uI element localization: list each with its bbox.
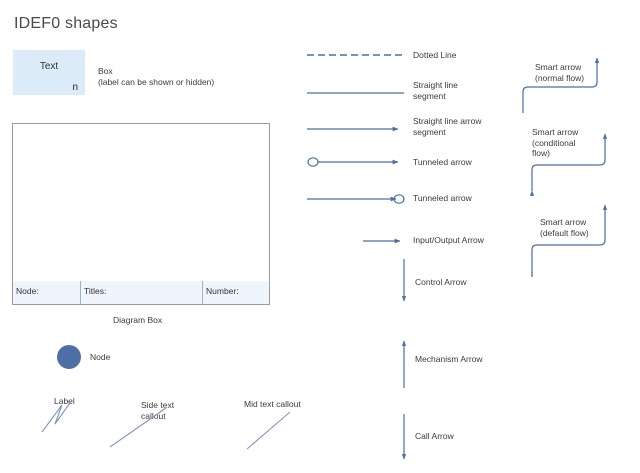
legend-label-smart-arrow-normal-flow: Smart arrow (normal flow) [535, 62, 585, 83]
tunneled-arrow-end-shape[interactable] [307, 194, 405, 204]
legend-label-call-arrow: Call Arrow [415, 431, 454, 441]
legend-label-smart-arrow-conditional-flow: Smart arrow (conditional flow) [532, 127, 579, 158]
page-title: IDEF0 shapes [14, 15, 118, 32]
legend-label-mechanism-arrow: Mechanism Arrow [415, 354, 483, 364]
diagram-box-shape[interactable]: Node: Titles: Number: [12, 123, 270, 305]
tunnel-marker-icon [307, 157, 319, 167]
node-caption: Node [90, 352, 111, 362]
mid-text-callout-caption: Mid text callout [244, 399, 301, 409]
legend-label-straight-line-segment: Straight line segment [413, 80, 458, 101]
diagram-box-body [13, 124, 269, 282]
idef0-box-shape[interactable]: Text n [13, 50, 85, 95]
node-circle-shape[interactable] [57, 345, 81, 369]
legend-label-tunneled-arrow-end: Tunneled arrow [413, 193, 472, 203]
legend-label-tunneled-arrow-start: Tunneled arrow [413, 157, 472, 167]
legend-label-input-output-arrow: Input/Output Arrow [413, 235, 484, 245]
diagram-box-footer-number: Number: [203, 281, 269, 304]
diagram-box-footer-titles: Titles: [81, 281, 203, 304]
legend-label-straight-line-arrow: Straight line arrow segment [413, 116, 482, 137]
tunneled-arrow-start-shape[interactable] [307, 157, 399, 167]
diagram-box-footer: Node: Titles: Number: [13, 281, 269, 304]
tunnel-marker-icon [393, 194, 405, 204]
legend-label-control-arrow: Control Arrow [415, 277, 467, 287]
idef0-box-text: Text [39, 61, 59, 72]
diagram-box-caption: Diagram Box [113, 315, 163, 325]
label-callout-caption: Label [54, 396, 75, 406]
idef0-box-caption: Box (label can be shown or hidden) [98, 66, 215, 87]
idef0-box-number: n [72, 82, 78, 93]
smart-arrow-default-flow-shape[interactable] [531, 204, 608, 277]
legend-label-dotted-line: Dotted Line [413, 50, 457, 60]
diagram-box-footer-node: Node: [13, 281, 81, 304]
legend-label-smart-arrow-default-flow: Smart arrow (default flow) [540, 217, 589, 238]
mid-text-callout-leader[interactable] [246, 411, 291, 450]
side-text-callout-caption: Side text callout [141, 400, 175, 421]
